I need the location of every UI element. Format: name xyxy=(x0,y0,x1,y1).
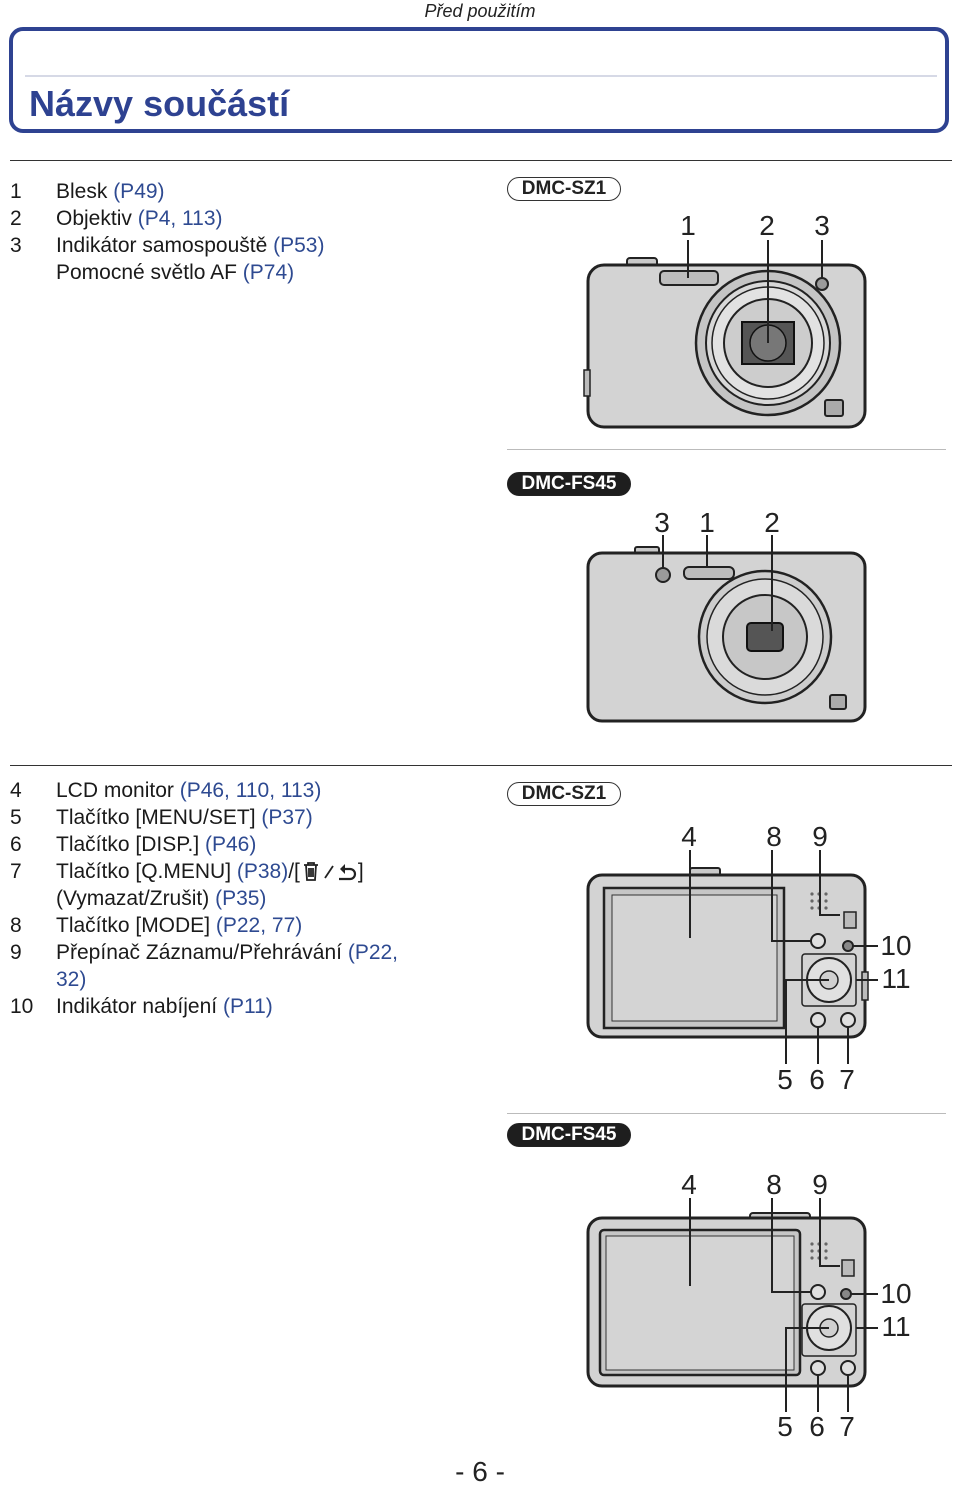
title-box-divider xyxy=(25,75,937,77)
model-label-sz1-front: DMC-SZ1 xyxy=(507,177,621,201)
running-head: Před použitím xyxy=(424,1,536,21)
callout-mode-button: 8 xyxy=(766,821,782,852)
callout-lens: 2 xyxy=(764,507,780,538)
callout-rec-play-switch: 9 xyxy=(812,1169,828,1200)
callout-flash: 1 xyxy=(680,210,696,241)
list-item: Pomocné světlo AF (P74) xyxy=(56,261,295,284)
list-item: 1 Blesk (P49) xyxy=(10,180,165,203)
list-item: 7 Tlačítko [Q.MENU] (P38)/[] xyxy=(10,860,364,883)
back-parts-list: 4 LCD monitor (P46, 110, 113) 5 Tlačítko… xyxy=(10,777,480,1020)
callout-qmenu-button: 7 xyxy=(839,1064,855,1095)
model-label-fs45-front: DMC-FS45 xyxy=(507,472,631,496)
list-item: 9 Přepínač Záznamu/Přehrávání (P22, xyxy=(10,941,399,964)
callout-rec-play-switch: 9 xyxy=(812,821,828,852)
callout-menu-set: 5 xyxy=(777,1064,793,1095)
divider xyxy=(507,449,946,450)
page-ref[interactable]: (P46) xyxy=(205,833,257,856)
section-rule-middle xyxy=(10,765,952,766)
callout-menu-set-button: 11 xyxy=(881,1311,911,1342)
page-ref[interactable]: (P38) xyxy=(236,860,289,883)
page-number: - 6 - xyxy=(455,1456,505,1487)
page-ref[interactable]: (P22, 77) xyxy=(215,914,303,937)
callout-self-timer: 3 xyxy=(654,507,670,538)
page-ref[interactable]: (P74) xyxy=(242,261,295,284)
divider xyxy=(507,1113,946,1114)
callout-menu-set: 5 xyxy=(777,1411,793,1442)
list-item-continuation: (Vymazat/Zrušit) (P35) xyxy=(56,887,267,910)
model-label-sz1-back: DMC-SZ1 xyxy=(507,782,621,806)
page-ref[interactable]: (P35) xyxy=(215,887,267,910)
return-icon xyxy=(338,864,356,881)
page-ref[interactable]: (P37) xyxy=(261,806,313,829)
callout-self-timer: 3 xyxy=(814,210,830,241)
page-ref[interactable]: (P53) xyxy=(273,234,325,257)
camera-back-fs45-illustration xyxy=(586,1198,878,1412)
callout-flash: 1 xyxy=(699,507,715,538)
page-ref[interactable]: (P4, 113) xyxy=(137,207,223,230)
front-parts-list: 1 Blesk (P49) 2 Objektiv (P4, 113) 3 Ind… xyxy=(10,178,470,286)
model-label-fs45-back: DMC-FS45 xyxy=(507,1123,631,1147)
callout-mode-button: 8 xyxy=(766,1169,782,1200)
list-item: 3 Indikátor samospouště (P53) xyxy=(10,234,325,257)
callout-disp-button: 6 xyxy=(809,1411,825,1442)
page-ref[interactable]: (P49) xyxy=(113,180,165,203)
trash-icon xyxy=(303,862,318,881)
page-ref[interactable]: (P22, xyxy=(347,941,399,964)
page-ref[interactable]: (P11) xyxy=(222,995,273,1018)
list-item: 4 LCD monitor (P46, 110, 113) xyxy=(10,779,322,802)
callout-lcd-monitor: 4 xyxy=(681,821,697,852)
camera-front-fs45-illustration xyxy=(586,535,867,723)
camera-front-sz1-illustration xyxy=(583,240,867,429)
callout-disp-button: 6 xyxy=(809,1064,825,1095)
section-rule-top xyxy=(10,160,952,161)
callout-qmenu-button: 7 xyxy=(839,1411,855,1442)
list-item: 8 Tlačítko [MODE] (P22, 77) xyxy=(10,914,303,937)
callout-lcd-monitor: 4 xyxy=(681,1169,697,1200)
list-item: 10 Indikátor nabíjení (P11) xyxy=(10,995,273,1018)
callout-menu-set-button: 11 xyxy=(881,963,911,994)
callout-charging-indicator: 10 xyxy=(880,1278,912,1309)
camera-back-sz1-illustration xyxy=(586,850,878,1064)
list-item-continuation: 32) xyxy=(10,966,480,993)
list-item: 2 Objektiv (P4, 113) xyxy=(10,207,223,230)
page-ref[interactable]: 32) xyxy=(56,968,87,991)
slash-separator-icon xyxy=(324,865,334,879)
page-ref[interactable]: (P46, 110, 113) xyxy=(179,779,322,802)
callout-charging-indicator: 10 xyxy=(880,930,912,961)
list-item: 6 Tlačítko [DISP.] (P46) xyxy=(10,833,257,856)
page-title: Názvy součástí xyxy=(29,83,290,124)
title-box: Názvy součástí xyxy=(9,27,949,133)
callout-lens: 2 xyxy=(759,210,775,241)
list-item: 5 Tlačítko [MENU/SET] (P37) xyxy=(10,806,313,829)
